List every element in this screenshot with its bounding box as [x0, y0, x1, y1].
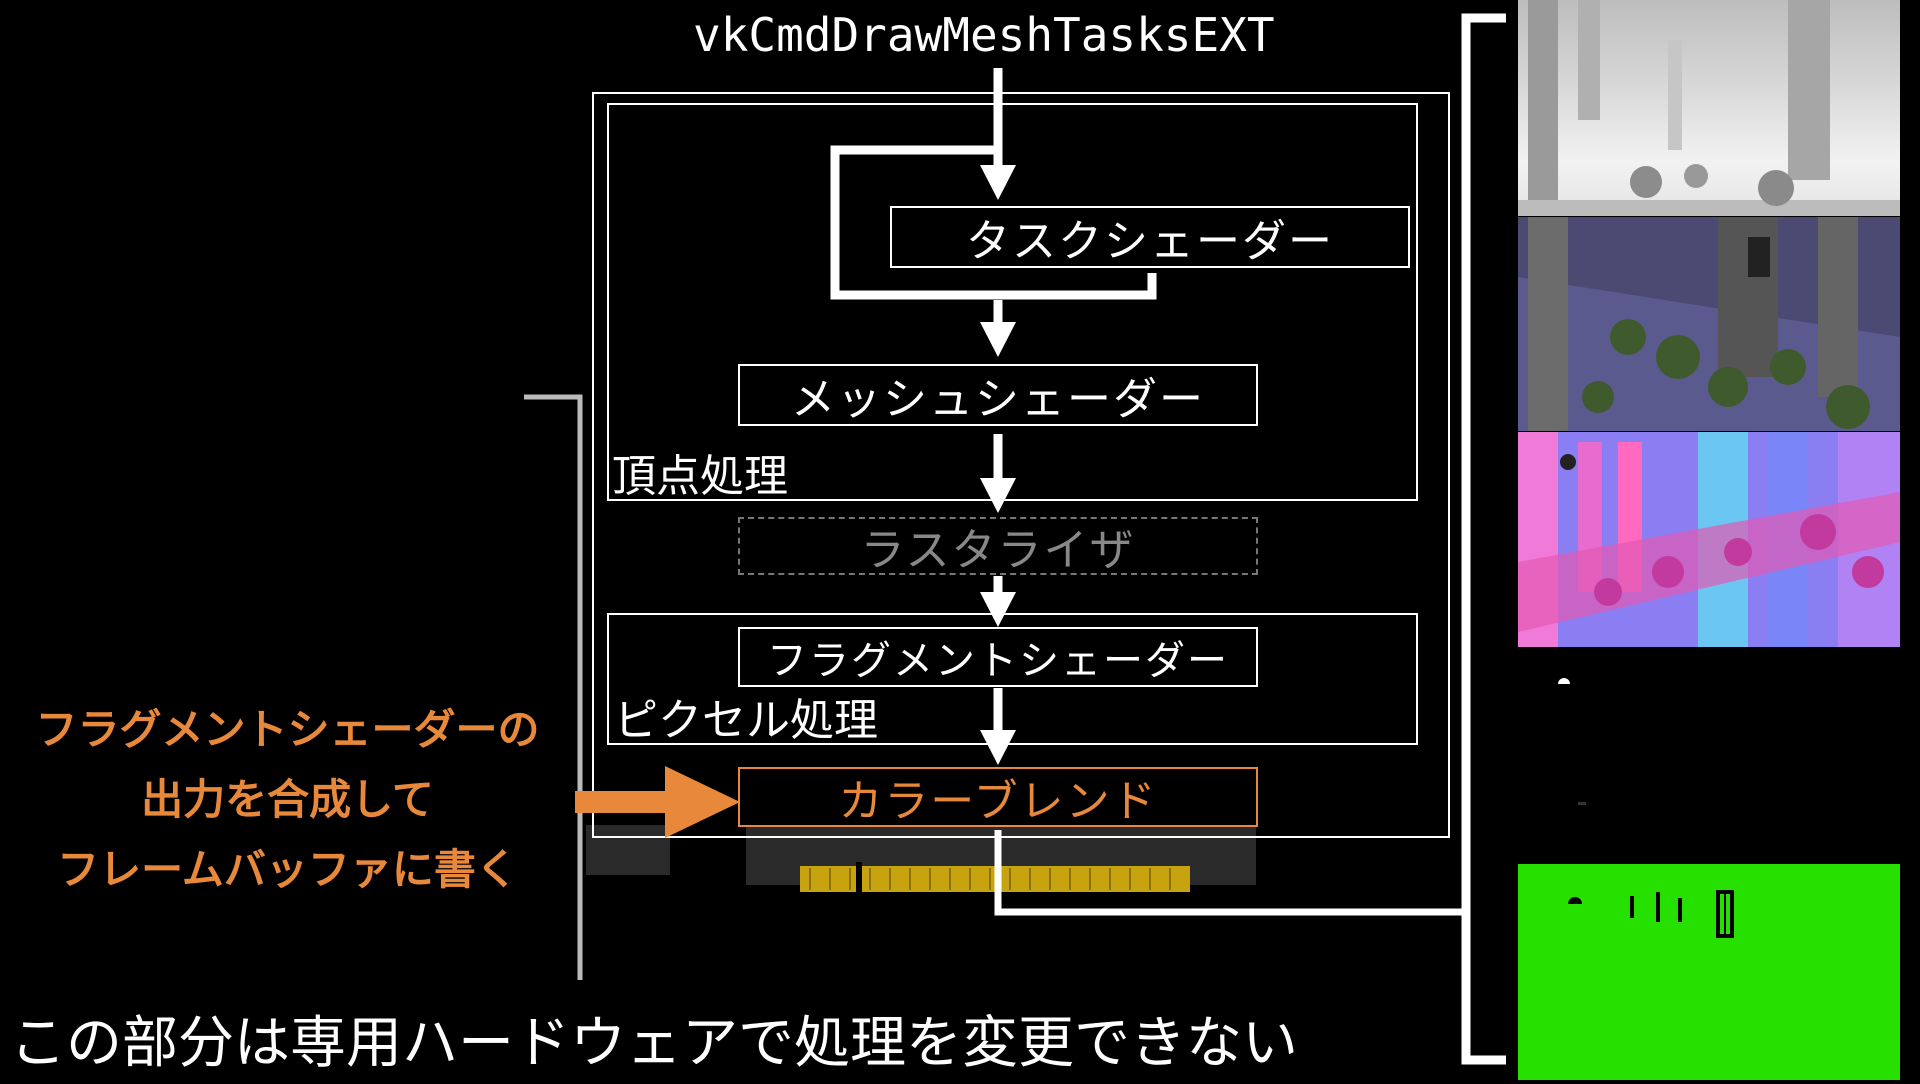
green-mask-image: [1518, 864, 1900, 1080]
pixel-processing-group: [607, 613, 1418, 745]
fragment-shader-stage: フラグメントシェーダー: [738, 627, 1258, 687]
note-line-1: フラグメントシェーダーの: [35, 705, 540, 754]
normal-image: [1518, 432, 1900, 647]
note-line-2: 出力を合成して: [141, 775, 434, 824]
orange-arrow: [575, 766, 740, 838]
gpu-card-graphic: [586, 825, 1256, 892]
albedo-image: [1518, 217, 1900, 431]
note-line-3: フレームバッファに書く: [57, 845, 518, 894]
mesh-shader-stage: メッシュシェーダー: [738, 364, 1258, 426]
pipeline-title: vkCmdDrawMeshTasksEXT: [693, 8, 1275, 62]
fixed-function-bracket: [524, 394, 583, 980]
task-shader-stage: タスクシェーダー: [890, 206, 1410, 268]
vertex-processing-group: [607, 103, 1418, 501]
framebuffer-bracket: [1461, 13, 1506, 1065]
color-blend-note: フラグメントシェーダーの 出力を合成して フレームバッファに書く: [0, 695, 575, 905]
depth-buffer-image: [1518, 0, 1900, 216]
rasterizer-stage: ラスタライザ: [738, 517, 1258, 576]
output-line: [994, 830, 1462, 916]
pixel-processing-label: ピクセル処理: [614, 695, 878, 746]
color-blend-stage: カラーブレンド: [738, 767, 1258, 827]
footer-caption: この部分は専用ハードウェアで処理を変更できない: [10, 1011, 1298, 1076]
vertex-processing-label: 頂点処理: [612, 451, 788, 502]
pipeline-outer-frame: [592, 92, 1450, 838]
dark-mask-image: [1518, 648, 1900, 863]
task-loop-line: [830, 145, 1157, 300]
